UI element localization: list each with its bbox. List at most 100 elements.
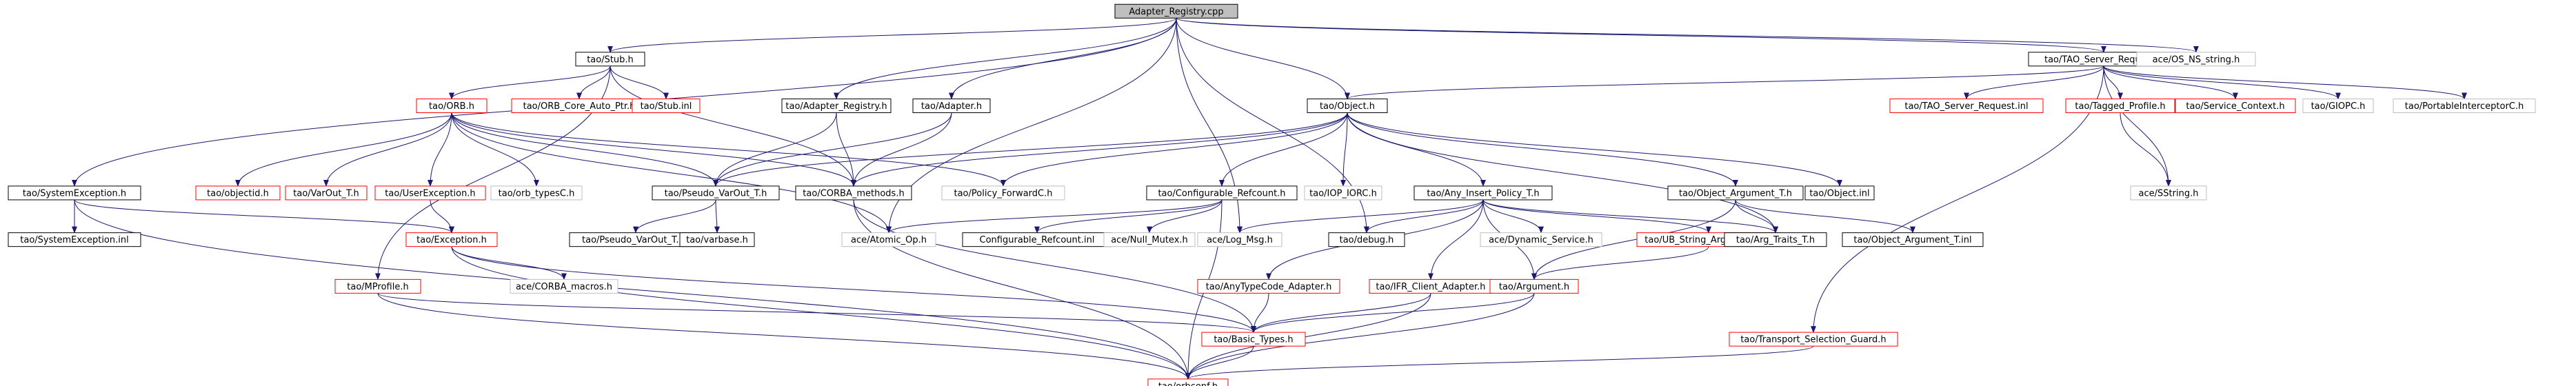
node-anyins[interactable]: tao/Any_Insert_Policy_T.h xyxy=(1413,185,1553,201)
node-label-logmsg: ace/Log_Msg.h xyxy=(1207,235,1273,245)
edge-stub-to-orbcore xyxy=(576,65,611,100)
node-box-sysexcinl xyxy=(8,232,141,247)
node-corbamacros[interactable]: ace/CORBA_macros.h xyxy=(510,278,618,294)
node-tsrinl[interactable]: tao/TAO_Server_Request.inl xyxy=(1889,99,2044,114)
node-box-confref xyxy=(1146,185,1298,201)
edge-objh-to-confref xyxy=(1219,112,1348,187)
node-sysexc[interactable]: tao/SystemException.h xyxy=(8,185,141,201)
node-box-anytc xyxy=(1197,278,1340,294)
edges-layer xyxy=(72,17,2467,380)
node-label-basictypes: tao/Basic_Types.h xyxy=(1214,335,1293,345)
node-stubinl[interactable]: tao/Stub.inl xyxy=(632,99,701,114)
node-argtraits[interactable]: tao/Arg_Traits_T.h xyxy=(1724,232,1827,247)
edge-tsr-to-tsrinl xyxy=(1964,65,2104,100)
node-stub[interactable]: tao/Stub.h xyxy=(575,52,645,67)
node-tagged[interactable]: tao/Tagged_Profile.h xyxy=(2065,99,2175,114)
node-box-varout xyxy=(285,185,368,201)
node-box-giopc xyxy=(2302,99,2374,114)
edge-mprofile-to-basictypes xyxy=(377,292,1256,334)
edge-anyins-to-logmsg xyxy=(1237,199,1484,234)
edge-ifrclient-to-orbconf xyxy=(1185,293,1431,380)
node-label-confrefinl: Configurable_Refcount.inl xyxy=(980,235,1095,245)
node-orbconf[interactable]: tao/orbconf.h xyxy=(1147,378,1229,386)
edge-root-to-adapter xyxy=(949,18,1177,100)
node-orbh[interactable]: tao/ORB.h xyxy=(416,99,487,114)
node-objinl[interactable]: tao/Object.inl xyxy=(1804,185,1875,201)
node-logmsg[interactable]: ace/Log_Msg.h xyxy=(1197,232,1282,247)
edge-objh-to-pseudo xyxy=(713,112,1348,187)
edge-tsr-to-sstring xyxy=(2103,65,2171,187)
edge-adapter-to-pseudo xyxy=(713,112,952,187)
node-label-adapter: tao/Adapter.h xyxy=(921,101,982,112)
node-orbtypes[interactable]: tao/orb_typesC.h xyxy=(490,185,583,201)
edge-orbh-to-userexc xyxy=(427,112,452,187)
node-argument[interactable]: tao/Argument.h xyxy=(1489,278,1579,294)
node-debug[interactable]: tao/debug.h xyxy=(1328,232,1405,247)
node-box-tagged xyxy=(2065,99,2175,114)
node-mprofile[interactable]: tao/MProfile.h xyxy=(334,278,421,294)
node-root[interactable]: Adapter_Registry.cpp xyxy=(1114,3,1238,19)
node-box-root xyxy=(1114,3,1238,19)
node-corbameth[interactable]: tao/CORBA_methods.h xyxy=(795,185,912,201)
node-label-tsrinl: tao/TAO_Server_Request.inl xyxy=(1904,101,2028,112)
node-label-objarg: tao/Object_Argument_T.h xyxy=(1679,188,1792,199)
edge-confref-to-atomic xyxy=(886,199,1222,234)
node-pic[interactable]: tao/PortableInterceptorC.h xyxy=(2393,99,2536,114)
node-iopior[interactable]: tao/IOP_IORC.h xyxy=(1304,185,1382,201)
edge-stub-to-corbameth xyxy=(610,65,856,187)
edge-objarg-to-objarginl xyxy=(1735,199,1915,234)
node-objh[interactable]: tao/Object.h xyxy=(1307,99,1388,114)
node-varout[interactable]: tao/VarOut_T.h xyxy=(285,185,368,201)
edge-tsg-to-orbconf xyxy=(1185,345,1814,380)
node-orbcore[interactable]: tao/ORB_Core_Auto_Ptr.h xyxy=(511,99,647,114)
node-label-objh: tao/Object.h xyxy=(1320,101,1375,112)
node-nullmutex[interactable]: ace/Null_Mutex.h xyxy=(1103,232,1196,247)
node-objarg[interactable]: tao/Object_Argument_T.h xyxy=(1667,185,1804,201)
node-label-userexc: tao/UserException.h xyxy=(385,188,475,199)
node-exch[interactable]: tao/Exception.h xyxy=(405,232,498,247)
node-box-iopior xyxy=(1304,185,1382,201)
node-box-basictypes xyxy=(1201,332,1306,347)
edge-anytc-to-basictypes xyxy=(1251,293,1269,334)
node-confrefinl[interactable]: Configurable_Refcount.inl xyxy=(962,232,1112,247)
node-tsg[interactable]: tao/Transport_Selection_Guard.h xyxy=(1729,332,1898,347)
node-confref[interactable]: tao/Configurable_Refcount.h xyxy=(1146,185,1298,201)
node-box-tsrinl xyxy=(1889,99,2044,114)
edge-sysexc-to-exch xyxy=(74,199,454,234)
node-ifrclient[interactable]: tao/IFR_Client_Adapter.h xyxy=(1369,278,1493,294)
node-label-varout: tao/VarOut_T.h xyxy=(293,188,359,199)
node-box-orbh xyxy=(416,99,487,114)
node-userexc[interactable]: tao/UserException.h xyxy=(374,185,486,201)
node-adapter[interactable]: tao/Adapter.h xyxy=(912,99,991,114)
node-label-tsr: tao/TAO_Server_Request.h xyxy=(2044,54,2163,65)
node-basictypes[interactable]: tao/Basic_Types.h xyxy=(1201,332,1306,347)
node-box-pseudo xyxy=(652,185,780,201)
edge-orbh-to-orbtypes xyxy=(451,112,539,187)
edge-anyins-to-ifrclient xyxy=(1428,199,1484,281)
node-label-sysexcinl: tao/SystemException.inl xyxy=(20,235,128,245)
node-objid[interactable]: tao/objectid.h xyxy=(195,185,281,201)
node-sysexcinl[interactable]: tao/SystemException.inl xyxy=(8,232,141,247)
node-giopc[interactable]: tao/GIOPC.h xyxy=(2302,99,2374,114)
node-atomic[interactable]: ace/Atomic_Op.h xyxy=(841,232,936,247)
node-box-argument xyxy=(1489,278,1579,294)
node-label-orbcore: tao/ORB_Core_Auto_Ptr.h xyxy=(523,101,636,112)
node-osns[interactable]: ace/OS_NS_string.h xyxy=(2136,52,2256,67)
node-dynsvc[interactable]: ace/Dynamic_Service.h xyxy=(1480,232,1602,247)
node-varbase[interactable]: tao/varbase.h xyxy=(679,232,755,247)
node-sstring[interactable]: ace/SString.h xyxy=(2130,185,2207,201)
node-label-nullmutex: ace/Null_Mutex.h xyxy=(1111,235,1188,245)
node-anytc[interactable]: tao/AnyTypeCode_Adapter.h xyxy=(1197,278,1340,294)
node-polfwd[interactable]: tao/Policy_ForwardC.h xyxy=(941,185,1065,201)
edge-pseudo-to-pseudoinl xyxy=(633,199,716,234)
node-adreg[interactable]: tao/Adapter_Registry.h xyxy=(781,99,892,114)
node-svcctx[interactable]: tao/Service_Context.h xyxy=(2175,99,2296,114)
edge-argument-to-basictypes xyxy=(1251,293,1535,334)
node-pseudo[interactable]: tao/Pseudo_VarOut_T.h xyxy=(652,185,780,201)
edge-objarg-to-argument xyxy=(1531,199,1736,281)
edge-root-to-stub xyxy=(607,17,1177,53)
node-objarginl[interactable]: tao/Object_Argument_T.inl xyxy=(1842,232,1984,247)
edge-confref-to-confrefinl xyxy=(1034,199,1222,234)
node-label-orbconf: tao/orbconf.h xyxy=(1158,381,1218,386)
